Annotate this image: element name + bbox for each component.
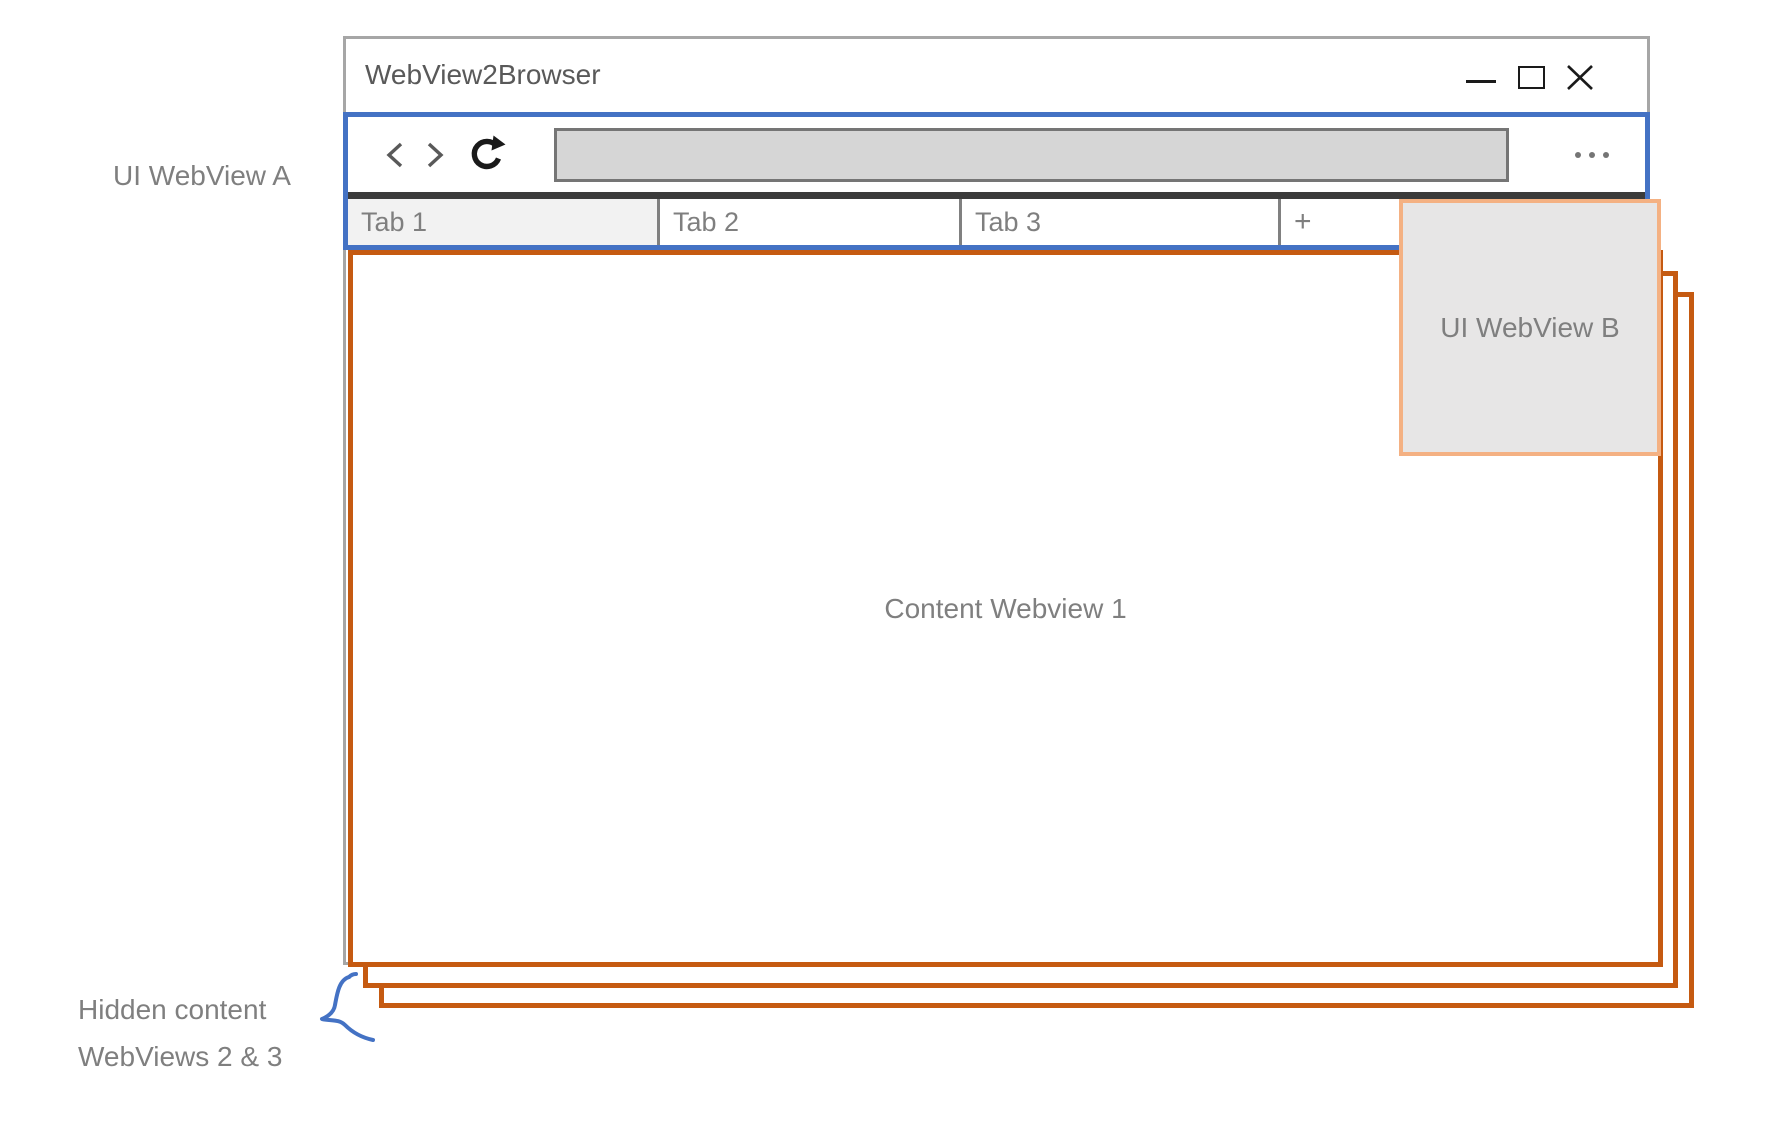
ui-webview-a-region: Tab 1 Tab 2 Tab 3 + bbox=[343, 112, 1650, 250]
menu-dots-icon bbox=[1589, 151, 1595, 158]
content-webview-1-label: Content Webview 1 bbox=[884, 592, 1127, 624]
hidden-content-annotation-line1: Hidden content bbox=[78, 994, 267, 1025]
forward-chevron-icon bbox=[427, 142, 444, 167]
reload-icon bbox=[471, 135, 506, 169]
reload-button[interactable] bbox=[466, 135, 506, 175]
forward-button[interactable] bbox=[426, 141, 444, 169]
hidden-content-annotation: Hidden content WebViews 2 & 3 bbox=[78, 986, 282, 1080]
navigation-bar bbox=[348, 117, 1645, 192]
ui-webview-b-panel: UI WebView B bbox=[1399, 199, 1661, 456]
close-icon[interactable] bbox=[1567, 64, 1593, 90]
back-button[interactable] bbox=[386, 141, 404, 169]
callout-brace-icon bbox=[320, 972, 375, 1042]
minimize-icon[interactable] bbox=[1466, 79, 1496, 83]
tab-3[interactable]: Tab 3 bbox=[959, 199, 1278, 245]
tab-3-label: Tab 3 bbox=[975, 206, 1042, 237]
menu-dots-icon bbox=[1575, 151, 1581, 158]
tab-strip-top-border bbox=[348, 192, 1645, 199]
tab-1-label: Tab 1 bbox=[361, 206, 428, 237]
maximize-icon[interactable] bbox=[1518, 65, 1545, 89]
tab-2-label: Tab 2 bbox=[673, 206, 740, 237]
hidden-content-annotation-line2: WebViews 2 & 3 bbox=[78, 1041, 283, 1072]
ui-webview-b-label: UI WebView B bbox=[1440, 311, 1620, 343]
tab-2[interactable]: Tab 2 bbox=[657, 199, 959, 245]
tab-1[interactable]: Tab 1 bbox=[348, 199, 657, 245]
ui-webview-a-annotation: UI WebView A bbox=[113, 160, 291, 191]
window-controls bbox=[1466, 63, 1593, 91]
window-title: WebView2Browser bbox=[365, 59, 601, 90]
address-bar-input[interactable] bbox=[554, 127, 1509, 182]
menu-dots-icon bbox=[1603, 151, 1609, 158]
back-chevron-icon bbox=[386, 142, 403, 167]
menu-button[interactable] bbox=[1575, 151, 1609, 158]
new-tab-plus-icon: + bbox=[1294, 205, 1312, 238]
